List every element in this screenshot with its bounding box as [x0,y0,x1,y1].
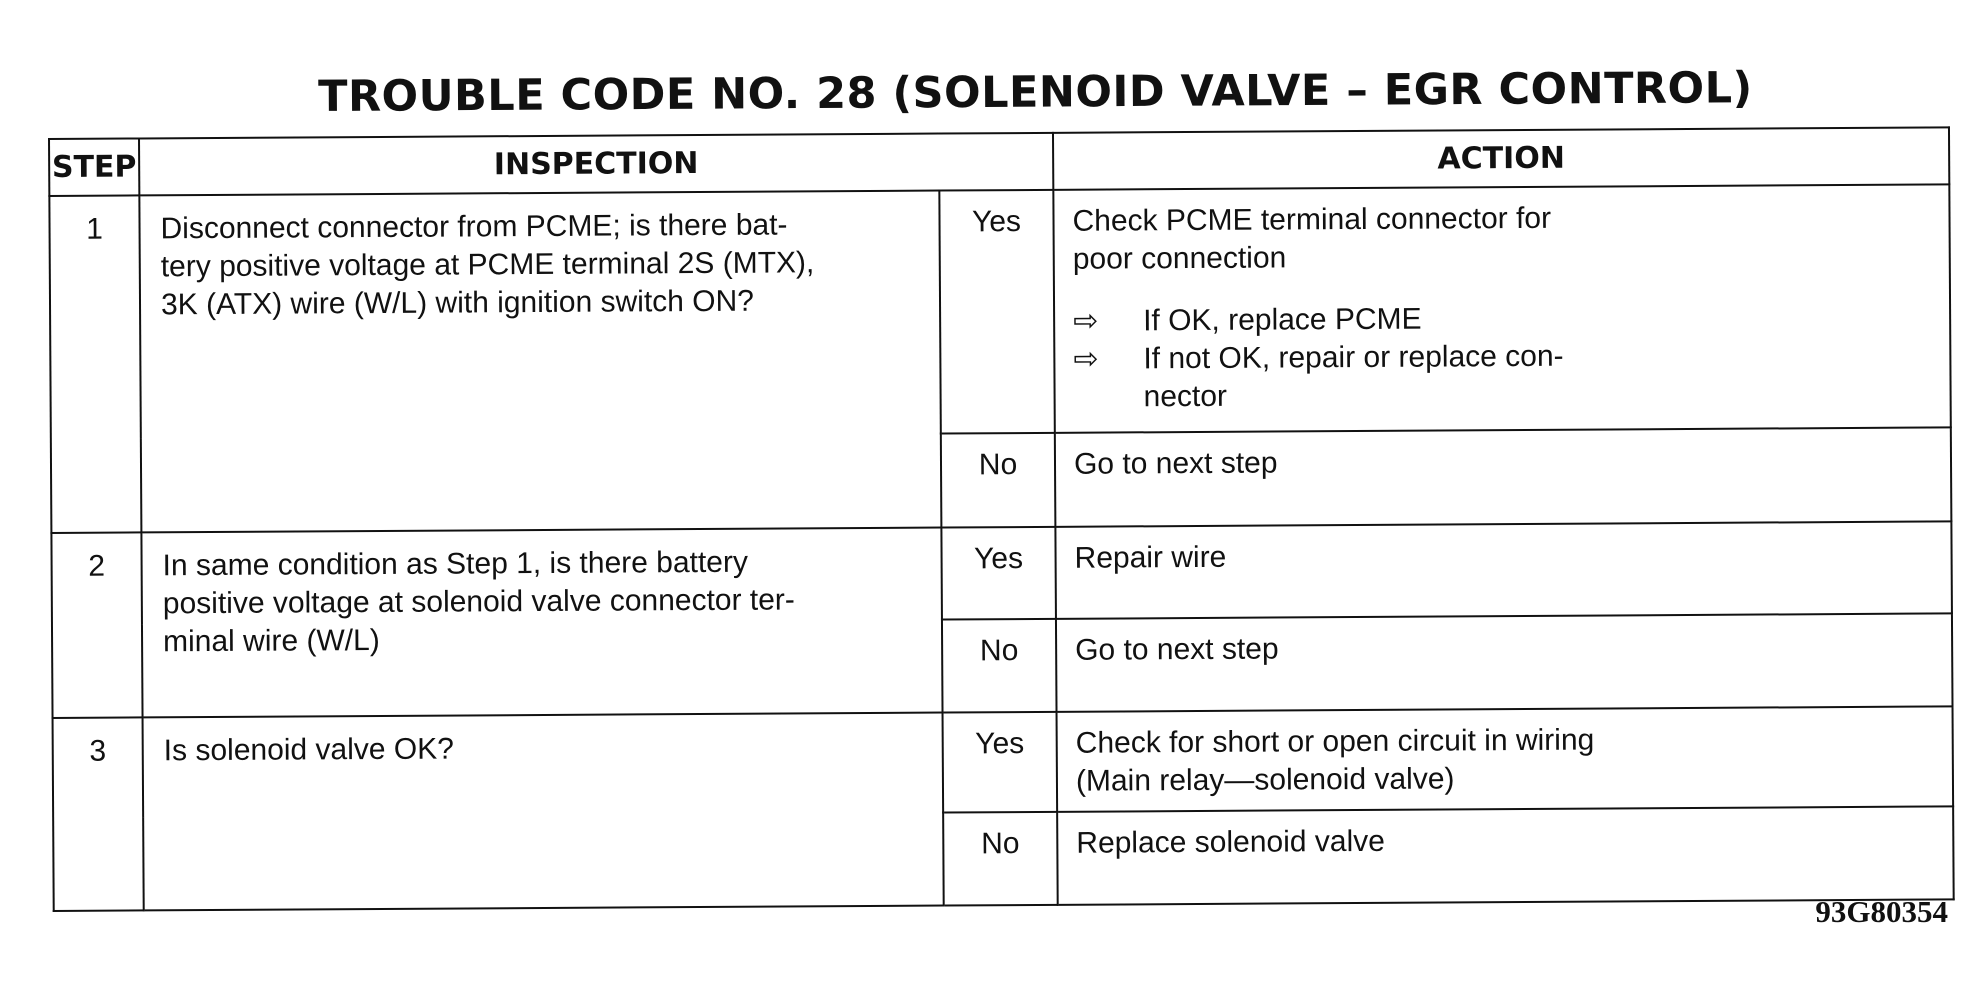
inspection-text: In same condition as Step 1, is there ba… [141,527,943,718]
trouble-code-table: STEP INSPECTION ACTION 1 Disconnect conn… [48,126,1955,912]
bullet-line: nector [1143,379,1228,414]
step-number: 1 [49,195,142,533]
no-action: Replace solenoid valve [1057,806,1954,905]
right-arrow-outline-icon: ⇨ [1073,341,1099,377]
page-title: TROUBLE CODE NO. 28 (SOLENOID VALVE – EG… [318,63,1753,122]
action-column-header: ACTION [1053,127,1950,190]
inspection-line: Is solenoid valve OK? [163,732,454,768]
inspection-text: Disconnect connector from PCME; is there… [139,190,942,533]
no-label: No [943,811,1058,906]
action-line: Go to next step [1075,632,1279,667]
inspection-line: In same condition as Step 1, is there ba… [162,545,749,582]
step-number: 2 [51,532,143,719]
action-line: Check for short or open circuit in wirin… [1075,723,1595,760]
inspection-line: Disconnect connector from PCME; is there… [160,208,788,246]
no-label: No [940,433,1056,528]
table-row: 3 Is solenoid valve OK? Yes Check for sh… [52,706,1954,911]
no-action: Go to next step [1054,427,1952,527]
yes-label: Yes [941,526,1056,620]
action-line: Check PCME terminal connector for [1072,201,1552,238]
bullet-line: If not OK, repair or replace con- [1143,339,1564,376]
inspection-column-header: INSPECTION [139,132,1054,196]
inspection-text: Is solenoid valve OK? [142,712,944,911]
no-action: Go to next step [1055,613,1953,713]
yes-action: Repair wire [1055,520,1952,619]
action-line: (Main relay—solenoid valve) [1075,762,1455,798]
inspection-line: minal wire (W/L) [162,623,380,658]
action-bullet: ⇨ If OK, replace PCME [1073,297,1935,340]
right-arrow-outline-icon: ⇨ [1073,303,1099,339]
table-row: 2 In same condition as Step 1, is there … [51,520,1952,719]
bullet-line: If OK, replace PCME [1143,302,1422,338]
table-row: 1 Disconnect connector from PCME; is the… [49,184,1951,533]
no-label: No [941,618,1057,713]
action-line: Go to next step [1073,446,1278,482]
action-line: poor connection [1072,241,1287,276]
inspection-line: 3K (ATX) wire (W/L) with ignition switch… [160,284,755,322]
inspection-line: tery positive voltage at PCME terminal 2… [160,246,815,284]
figure-reference-code: 93G80354 [1815,894,1948,929]
inspection-line: positive voltage at solenoid valve conne… [162,583,795,620]
action-line: Replace solenoid valve [1076,824,1385,860]
yes-label: Yes [942,712,1058,813]
action-bullet: ⇨ If not OK, repair or replace con- nect… [1073,335,1935,416]
yes-action: Check for short or open circuit in wirin… [1056,706,1954,812]
action-line: Repair wire [1074,540,1227,575]
step-column-header: STEP [49,138,140,196]
yes-label: Yes [939,189,1055,434]
step-number: 3 [52,717,144,911]
yes-action: Check PCME terminal connector for poor c… [1053,184,1951,434]
